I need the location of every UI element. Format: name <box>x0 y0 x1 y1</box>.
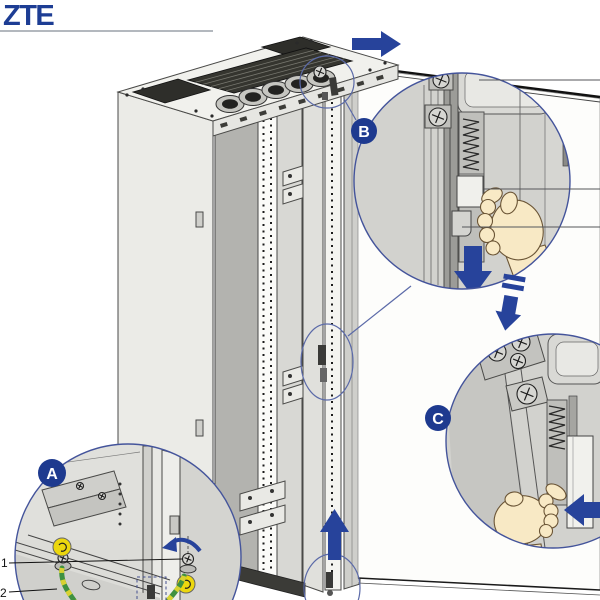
fan-grille-hatch <box>195 49 345 92</box>
latch-hook <box>451 210 472 237</box>
top-screws <box>125 39 387 118</box>
a-dashed-callout <box>136 576 167 600</box>
leader-lines <box>8 79 600 593</box>
hinge-detail-top <box>299 55 357 121</box>
spring <box>462 118 480 171</box>
panel-latch <box>195 211 204 228</box>
callout-label-b: B <box>351 118 377 144</box>
detail-ring-c <box>445 333 600 549</box>
a-ground-screw-right <box>159 536 197 600</box>
a-latch-cutout <box>169 515 180 535</box>
door-frame-column <box>302 95 324 593</box>
mesh-panel <box>131 78 212 104</box>
fan <box>238 88 268 106</box>
panel-latch <box>195 419 204 437</box>
door-callout-ellipses <box>299 55 412 600</box>
screw <box>516 383 538 405</box>
b-door-edge-strip <box>443 73 459 289</box>
door-bottom-edge <box>357 577 600 591</box>
mounting-rail <box>257 107 278 579</box>
svg-text:C: C <box>432 411 444 428</box>
detail-view-c <box>446 334 600 548</box>
part-number-2: 2 <box>0 586 7 600</box>
svg-text:A: A <box>46 466 58 483</box>
latch-block <box>456 175 484 208</box>
detail-ring-b <box>353 72 571 290</box>
push-left-arrow <box>564 494 600 526</box>
callout-label-a: A <box>38 459 66 487</box>
a-ground-screw-left <box>52 537 79 600</box>
b-latch-mechanism <box>451 111 485 263</box>
screw <box>509 352 527 370</box>
warning-tag <box>52 537 72 557</box>
a-hole-row <box>118 482 122 526</box>
callout-label-c: C <box>425 405 451 431</box>
detail-view-b <box>354 73 570 289</box>
screw <box>428 107 448 127</box>
latch-detail-middle <box>300 285 412 401</box>
zte-logo: ZTE <box>3 0 54 32</box>
fan <box>261 81 291 99</box>
pull-down-arrow <box>454 246 492 289</box>
a-hinge-bracket <box>41 470 127 527</box>
fan <box>215 95 245 113</box>
slide-right-arrow <box>352 31 401 57</box>
svg-text:B: B <box>358 124 370 141</box>
mesh-panel <box>260 36 332 58</box>
c-handle-recess <box>547 334 600 385</box>
rail-slots <box>220 74 384 128</box>
rotate-arrow <box>162 537 202 553</box>
shift-down-arrow <box>495 273 526 331</box>
part-number-1: 1 <box>1 556 8 570</box>
header: ZTE <box>0 0 213 32</box>
detail-view-a <box>15 444 241 600</box>
lift-up-arrow <box>320 509 349 560</box>
detail-ring-a <box>14 443 242 600</box>
a-base-rails <box>15 534 171 600</box>
spring <box>548 405 566 450</box>
